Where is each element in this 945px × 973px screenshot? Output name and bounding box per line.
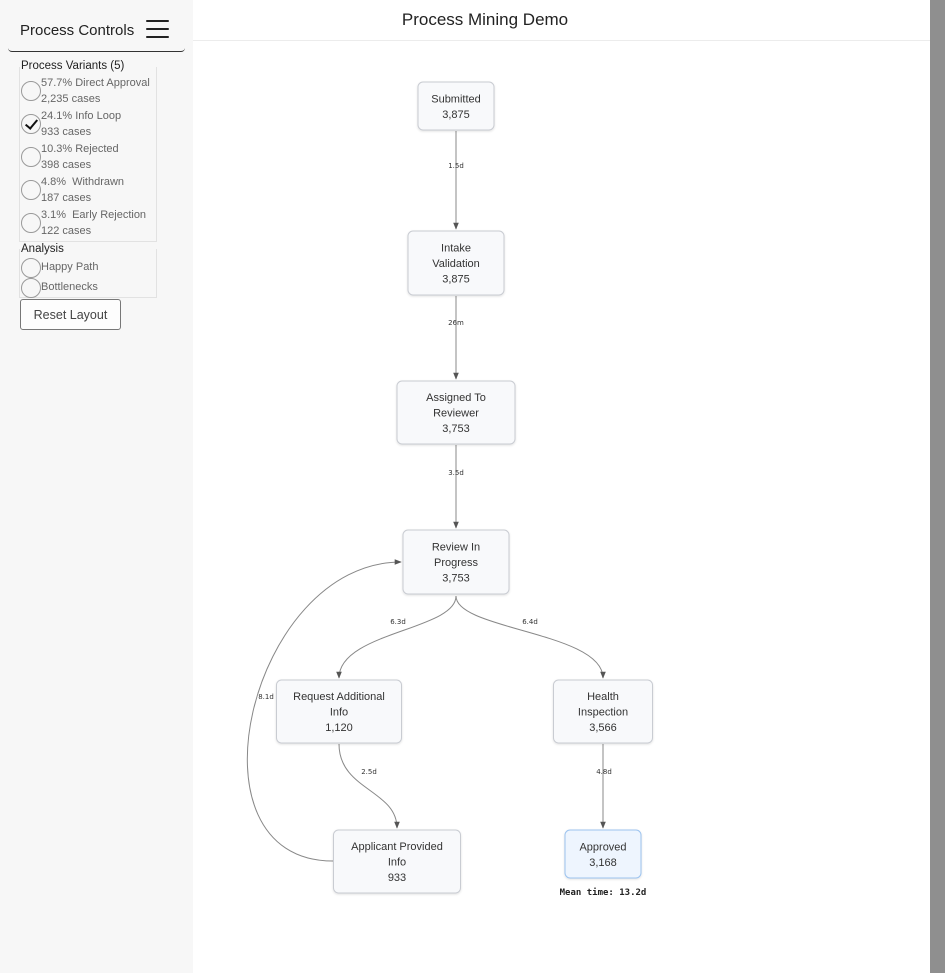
node-label: Intake xyxy=(441,243,471,255)
node-submitted[interactable]: Submitted 3,875 xyxy=(417,81,495,131)
node-review[interactable]: Review In Progress 3,753 xyxy=(402,529,510,595)
node-label: Inspection xyxy=(578,707,628,719)
variant-checkbox[interactable] xyxy=(21,147,41,167)
edge-review-health xyxy=(455,595,606,679)
edge-label-applicant-review: 8.1d xyxy=(258,693,274,701)
analysis-checkbox-happy-path[interactable] xyxy=(21,258,41,278)
variant-cases: 933 cases xyxy=(41,126,92,138)
node-box xyxy=(333,829,461,894)
edge-request-applicant xyxy=(338,743,400,829)
node-label: Request Additional xyxy=(293,691,385,703)
edge-review-request xyxy=(336,595,457,679)
process-variants-legend: Process Variants (5) xyxy=(21,60,127,72)
sidebar-title: Process Controls xyxy=(20,22,135,39)
node-label: Reviewer xyxy=(433,408,479,420)
process-variants-group xyxy=(19,67,157,242)
variant-name: Withdrawn xyxy=(72,176,125,188)
node-count: 3,566 xyxy=(589,722,617,734)
variant-checkbox[interactable] xyxy=(21,180,41,200)
sidebar: Process Controls Process Variants (5) An… xyxy=(0,0,193,973)
node-count: 3,168 xyxy=(589,857,617,869)
node-label: Approved xyxy=(579,841,626,853)
node-label: Assigned To xyxy=(426,392,486,404)
variant-label: 10.3%Rejected xyxy=(41,143,119,155)
node-approved[interactable]: Approved 3,168 xyxy=(564,829,642,879)
node-label: Validation xyxy=(432,258,480,270)
node-box xyxy=(396,380,516,445)
node-label: Progress xyxy=(434,557,479,569)
node-count: 933 xyxy=(388,872,406,884)
edge-label-assigned-review: 3.5d xyxy=(448,469,464,477)
analysis-group xyxy=(19,249,157,298)
variant-name: Early Rejection xyxy=(72,209,147,221)
page-title: Process Mining Demo xyxy=(401,10,569,29)
edge-label-request-applicant: 2.5d xyxy=(361,768,377,776)
variant-percent: 24.1% xyxy=(41,110,73,122)
edge-label-intake-assigned: 26m xyxy=(448,319,464,327)
node-box xyxy=(417,81,495,131)
variant-name: Info Loop xyxy=(75,110,122,122)
node-box xyxy=(402,529,510,595)
hamburger-menu-icon[interactable] xyxy=(146,19,170,39)
analysis-legend: Analysis xyxy=(21,243,66,255)
node-label: Review In xyxy=(432,542,480,554)
node-box xyxy=(276,679,402,744)
variant-label: 24.1%Info Loop xyxy=(41,110,121,122)
variant-percent: 4.8% xyxy=(41,176,67,188)
analysis-checkbox-bottlenecks[interactable] xyxy=(21,278,41,298)
node-box xyxy=(407,230,505,296)
variant-label: 4.8% Withdrawn xyxy=(41,176,124,188)
node-label: Info xyxy=(388,857,406,869)
header-divider xyxy=(193,40,931,41)
variant-cases: 187 cases xyxy=(41,192,92,204)
node-count: 3,875 xyxy=(442,274,470,286)
node-label: Info xyxy=(330,707,348,719)
variant-name: Direct Approval xyxy=(75,77,150,89)
edge-label-review-request: 6.3d xyxy=(390,618,406,626)
edge-label-submitted-intake: 1.5d xyxy=(448,162,464,170)
variant-cases: 2,235 cases xyxy=(41,93,101,105)
node-box xyxy=(564,829,642,879)
variant-cases: 122 cases xyxy=(41,225,92,237)
node-assigned[interactable]: Assigned To Reviewer 3,753 xyxy=(396,380,516,445)
reset-layout-button[interactable]: Reset Layout xyxy=(20,299,121,330)
edge-label-review-health: 6.4d xyxy=(522,618,538,626)
scrollbar[interactable] xyxy=(930,0,945,973)
node-label: Health xyxy=(587,691,619,703)
variant-checkbox[interactable] xyxy=(21,114,41,134)
variant-label: 57.7%Direct Approval xyxy=(41,77,150,89)
edge-label-health-approved: 4.8d xyxy=(596,768,612,776)
variant-label: 3.1% Early Rejection xyxy=(41,209,146,221)
variant-name: Rejected xyxy=(75,143,119,155)
node-label: Applicant Provided xyxy=(351,841,443,853)
node-box xyxy=(553,679,653,744)
variant-percent: 3.1% xyxy=(41,209,67,221)
node-count: 3,753 xyxy=(442,423,470,435)
node-count: 1,120 xyxy=(325,722,353,734)
analysis-label: Bottlenecks xyxy=(41,281,98,293)
variant-checkbox[interactable] xyxy=(21,81,41,101)
variant-cases: 398 cases xyxy=(41,159,92,171)
sidebar-header: Process Controls xyxy=(8,10,185,52)
node-label: Submitted xyxy=(431,93,481,105)
variant-checkbox[interactable] xyxy=(21,213,41,233)
variant-percent: 10.3% xyxy=(41,143,73,155)
node-count: 3,875 xyxy=(442,109,470,121)
node-count: 3,753 xyxy=(442,573,470,585)
mean-time-label: Mean time: 13.2d xyxy=(560,887,647,898)
analysis-label: Happy Path xyxy=(41,261,99,273)
variant-percent: 57.7% xyxy=(41,77,73,89)
